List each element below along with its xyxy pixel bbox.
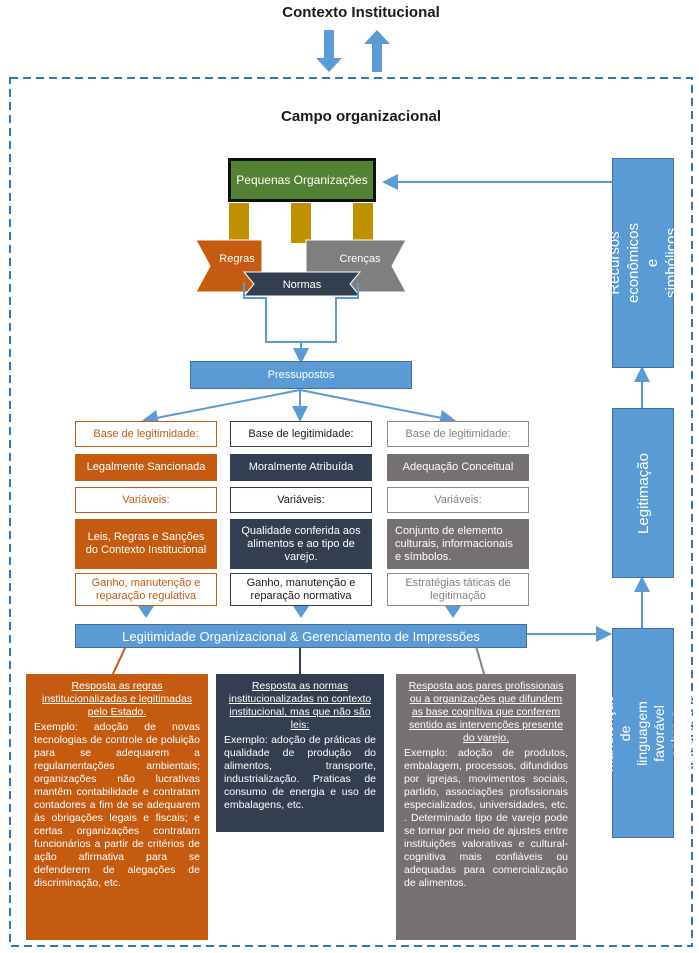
main-bar: Legitimidade Organizacional & Gerenciame… [75,624,527,648]
col3-type: Adequação Conceitual [387,454,529,481]
top-title: Contexto Institucional [282,4,440,21]
main-bar-label: Legitimidade Organizacional & Gerenciame… [122,628,480,644]
ribbon-left [195,239,263,293]
pillar-right [353,203,373,243]
pillar-left [229,203,249,243]
panel-regulative-heading: Resposta as regras institucionalizadas e… [42,680,192,718]
col2-vars-label: Variáveis: [230,487,372,513]
side-legitimacao: Legitimação [612,408,674,578]
col2-base: Base de legitimidade: [230,421,372,447]
col2-vars: Qualidade conferida aos alimentos e ao t… [230,519,372,569]
pillar-center [291,203,311,243]
col2-outcome: Ganho, manutenção e reparação normativa [230,573,372,606]
panel-cognitive: Resposta aos pares profissionais ou a or… [396,674,576,940]
col1-vars: Leis, Regras e Sanções do Contexto Insti… [75,519,217,569]
col3-vars-label: Variáveis: [387,487,529,513]
col3-outcome: Estratégias táticas de legitimação [387,573,529,606]
node-small-orgs: Pequenas Organizações [228,158,376,202]
down-arrow-icon [316,30,342,72]
ribbon-norms-label: Normas [282,278,322,291]
panel-cognitive-heading: Resposta aos pares profissionais ou a or… [408,680,564,744]
field-title: Campo organizacional [280,108,442,125]
panel-normative: Resposta as normas institucionalizadas n… [216,674,384,832]
panel-regulative: Resposta as regras institucionalizadas e… [26,674,208,940]
col1-vars-label: Variáveis: [75,487,217,513]
side-formacao-label: Formação e manutenção de linguagem favor… [583,694,699,772]
col1-type: Legalmente Sancionada [75,454,217,481]
ribbon-rules-label: Regras [219,252,255,265]
ribbon-beliefs-label: Crenças [339,252,381,265]
col2-type: Moralmente Atribuída [230,454,372,481]
col3-base: Base de legitimidade: [387,421,529,447]
node-small-orgs-label: Pequenas Organizações [236,172,368,187]
panel-regulative-body: Exemplo: adoção de novas tecnologias de … [34,721,200,889]
side-recursos: Recursos econômicos e simbólicos [606,158,680,368]
field-border [9,77,693,947]
panel-normative-body: Exemplo: adoção de práticas de qualidade… [224,734,376,811]
node-pressupostos: Pressupostos [190,361,412,389]
ribbon-center [242,271,362,297]
col1-outcome: Ganho, manutenção e reparação regulativa [75,573,217,606]
node-pressupostos-label: Pressupostos [267,368,335,381]
panel-cognitive-body: Exemplo: adoção de produtos, embalagem, … [404,747,568,889]
panel-normative-heading: Resposta as normas institucionalizadas n… [228,680,372,731]
side-formacao: Formação e manutenção de linguagem favor… [584,628,699,838]
col3-vars: Conjunto de elemento culturais, informac… [387,519,529,569]
up-arrow-icon [364,30,390,72]
col1-base: Base de legitimidade: [75,421,217,447]
side-recursos-label: Recursos econômicos e simbólicos [606,222,680,304]
side-legitimacao-label: Legitimação [634,452,652,534]
